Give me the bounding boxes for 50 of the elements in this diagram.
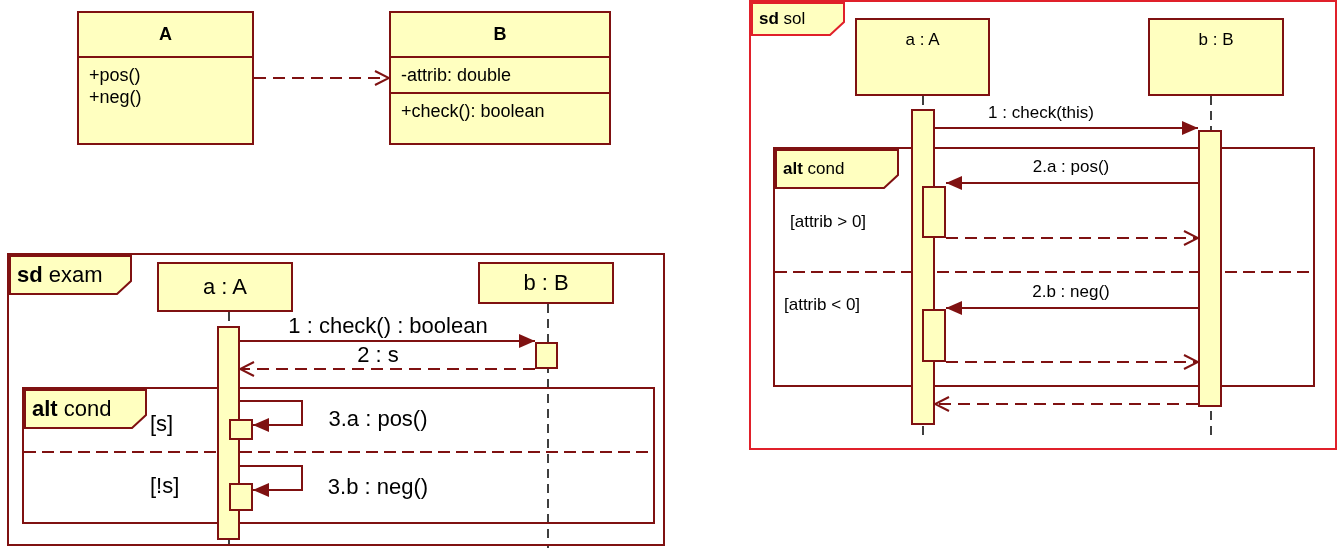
message-arrow <box>945 301 1199 315</box>
class-member: +pos() <box>89 64 141 86</box>
message-arrow <box>934 396 1199 412</box>
message-label: 2.b : neg() <box>1030 282 1112 300</box>
class-member: +neg() <box>89 86 142 108</box>
message-arrow <box>239 361 536 377</box>
message-label: 1 : check() : boolean <box>286 315 490 337</box>
activation-bar <box>922 309 946 362</box>
message-arrow <box>239 334 536 348</box>
lifeline-head <box>478 262 614 304</box>
message-arrow <box>239 400 303 432</box>
class-name: A <box>159 24 172 45</box>
frame-box <box>7 253 665 546</box>
frame-tab: sd exam <box>9 255 132 295</box>
message-arrow <box>239 465 303 497</box>
activation-bar <box>1198 130 1222 407</box>
object-name: a : A <box>202 274 247 300</box>
class-member: +check(): boolean <box>401 100 545 122</box>
class-name: B <box>493 24 507 45</box>
message-arrow <box>945 230 1199 246</box>
frame-tab: alt cond <box>24 389 147 429</box>
lifeline-head <box>855 18 990 96</box>
lifeline-head <box>1148 18 1284 96</box>
activation-bar <box>229 419 253 440</box>
message-arrow <box>945 354 1199 370</box>
class-box <box>77 11 254 145</box>
message-label: 3.a : pos() <box>326 408 430 430</box>
activation-bar <box>922 186 946 238</box>
activation-bar <box>535 342 558 369</box>
class-member: -attrib: double <box>401 64 512 86</box>
message-arrow <box>253 70 390 86</box>
frame-box <box>773 147 1315 387</box>
lifeline-head <box>157 262 293 312</box>
class-box <box>389 11 611 145</box>
message-label: 1 : check(this) <box>986 103 1096 121</box>
message-arrow <box>945 176 1199 190</box>
guard-condition: [!s] <box>150 473 180 500</box>
frame-box <box>749 0 1337 450</box>
frame-box <box>22 387 655 524</box>
object-name: a : A <box>905 30 940 50</box>
frame-tab: alt cond <box>775 149 899 189</box>
object-name: b : B <box>523 270 569 296</box>
frame-tab: sd sol <box>751 2 845 36</box>
activation-bar <box>229 483 253 511</box>
guard-condition: [attrib < 0] <box>784 295 861 316</box>
object-name: b : B <box>1198 30 1234 50</box>
guard-condition: [attrib > 0] <box>790 212 867 233</box>
message-arrow <box>934 121 1199 135</box>
message-label: 2.a : pos() <box>1030 157 1112 175</box>
guard-condition: [s] <box>150 411 174 438</box>
